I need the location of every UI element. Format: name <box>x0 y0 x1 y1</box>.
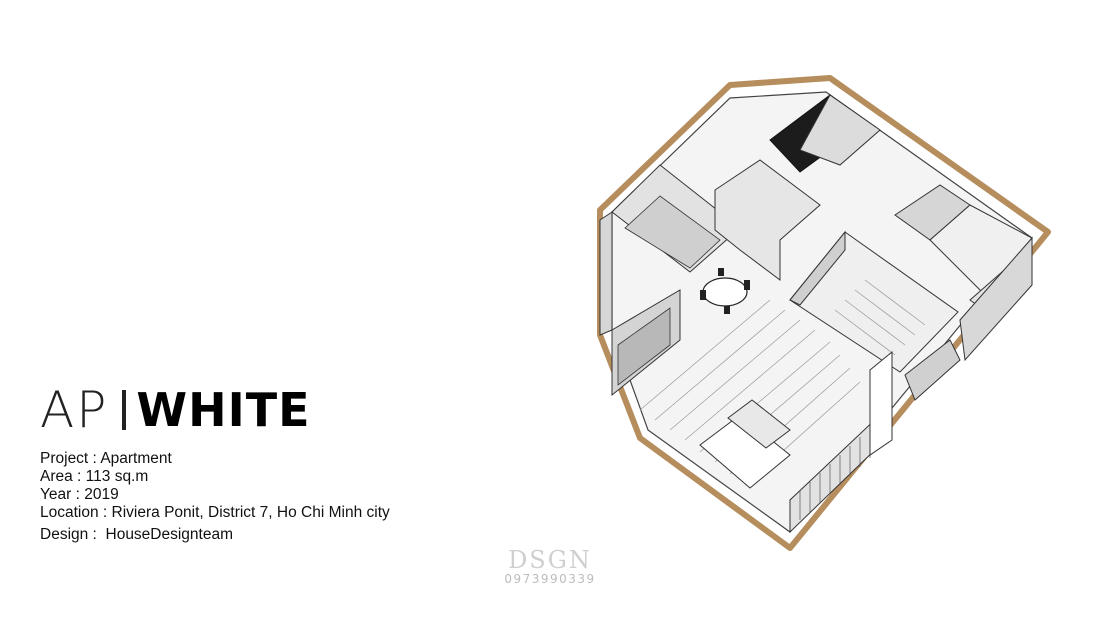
living-floor <box>639 299 861 486</box>
dining-chairs <box>700 268 750 314</box>
fridge-block <box>599 211 613 336</box>
info-location: Location : Riviera Ponit, District 7, Ho… <box>40 504 390 521</box>
coffee-table <box>727 399 791 449</box>
bathroom <box>799 94 881 166</box>
info-year: Year : 2019 <box>40 486 119 503</box>
bedroom-1-partition <box>789 230 846 306</box>
kitchen-counter <box>624 195 721 269</box>
info-area: Area : 113 sq.m <box>40 468 149 485</box>
sofa <box>699 414 791 489</box>
balcony-wall <box>959 236 1033 362</box>
title-separator <box>122 390 127 430</box>
center-wardrobe <box>714 159 821 281</box>
tv-cabinet <box>617 307 671 386</box>
bedroom-1-floor <box>834 279 926 356</box>
project-info: Project : Apartment Area : 113 sq.m Year… <box>40 450 390 544</box>
isometric-floor-plan <box>597 75 1051 551</box>
watermark-phone: 0973990339 <box>504 572 596 586</box>
project-title: AP WHITE <box>40 380 311 440</box>
dining-table <box>702 277 748 307</box>
window-column <box>869 350 893 456</box>
title-prefix: AP <box>40 381 109 439</box>
title-main: WHITE <box>136 383 311 437</box>
watermark: DSGN 0973990339 <box>498 548 602 586</box>
watermark-logo: DSGN <box>508 546 592 574</box>
balcony-box <box>904 339 961 401</box>
info-project: Project : Apartment <box>40 450 172 467</box>
info-design: Design : HouseDesignteam <box>40 526 234 543</box>
